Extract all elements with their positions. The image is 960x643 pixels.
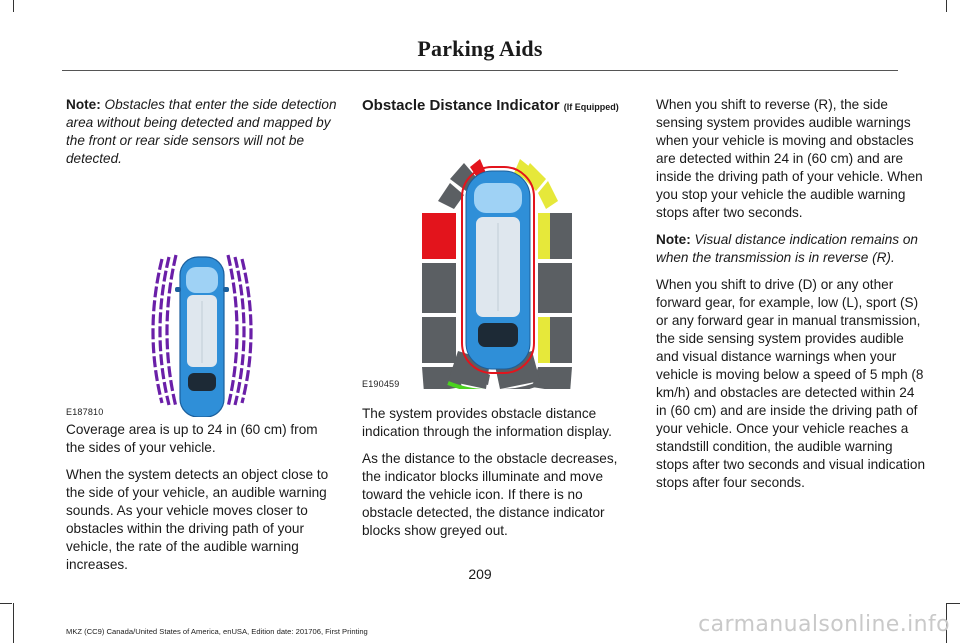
indicator-block: [550, 213, 572, 259]
distance-indicator-illustration: [422, 159, 572, 389]
column-3: When you shift to reverse (R), the side …: [656, 96, 928, 501]
figure-id: E190459: [362, 379, 400, 389]
page-number: 209: [468, 566, 492, 582]
car-top-view: [175, 256, 229, 417]
side-coverage-illustration: [151, 254, 253, 417]
car-top-view: [461, 166, 535, 374]
paragraph: The system provides obstacle distance in…: [362, 406, 612, 439]
header-rule: [62, 70, 898, 71]
indicator-block: [532, 367, 572, 389]
note-text: Obstacles that enter the side detection …: [66, 97, 337, 166]
indicator-block: [499, 381, 541, 389]
indicator-block: [550, 317, 572, 363]
indicator-block: [422, 317, 456, 363]
indicator-block: [538, 263, 572, 313]
page-title: Parking Aids: [417, 36, 543, 61]
indicator-block: [538, 317, 550, 363]
column-1: Note: Obstacles that enter the side dete…: [66, 96, 338, 583]
indicator-block: [422, 213, 456, 259]
paragraph: As the distance to the obstacle decrease…: [362, 451, 618, 538]
indicator-block: [538, 181, 558, 209]
note-label: Note:: [656, 232, 691, 247]
indicator-block: [522, 163, 546, 191]
crop-mark: [947, 603, 960, 604]
watermark: carmanualsonline.info: [698, 612, 950, 637]
section-heading: Obstacle Distance Indicator (If Equipped…: [362, 96, 632, 117]
indicator-block: [447, 381, 487, 389]
side-coverage-figure: E187810: [66, 177, 338, 421]
crop-mark: [13, 603, 14, 643]
paragraph: When you shift to reverse (R), the side …: [656, 97, 923, 220]
note: Note: Obstacles that enter the side dete…: [66, 96, 338, 168]
crop-mark: [946, 603, 947, 643]
note-text: Visual distance indication remains on wh…: [656, 232, 918, 265]
distance-indicator-figure: E190459: [362, 117, 632, 393]
indicator-block: [422, 263, 456, 313]
coverage-zone-left: [151, 254, 178, 408]
footer-edition: MKZ (CC9) Canada/United States of Americ…: [66, 627, 368, 636]
paragraph: Coverage area is up to 24 in (60 cm) fro…: [66, 422, 318, 455]
crop-mark: [0, 603, 12, 604]
note: Note: Visual distance indication remains…: [656, 231, 928, 267]
heading-suffix: (If Equipped): [563, 102, 619, 112]
figure-id: E187810: [66, 407, 104, 417]
indicator-block: [538, 213, 550, 259]
crop-mark: [13, 0, 14, 12]
paragraph: When you shift to drive (D) or any other…: [656, 277, 926, 490]
paragraph: When the system detects an object close …: [66, 467, 329, 572]
indicator-block: [438, 183, 464, 209]
coverage-zone-right: [226, 254, 253, 408]
column-2: Obstacle Distance Indicator (If Equipped…: [362, 96, 632, 549]
indicator-block: [514, 159, 530, 179]
heading-text: Obstacle Distance Indicator: [362, 97, 560, 114]
crop-mark: [946, 0, 947, 12]
note-label: Note:: [66, 97, 101, 112]
